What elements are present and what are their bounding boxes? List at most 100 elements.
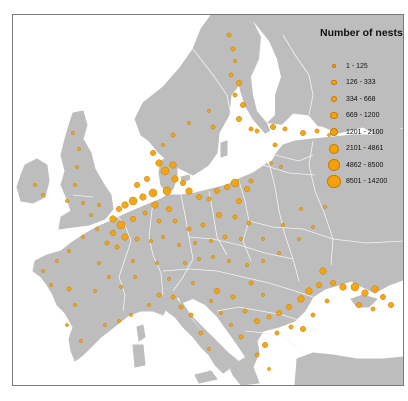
nest-marker [110, 230, 116, 236]
nest-marker [269, 161, 273, 165]
nest-marker [187, 121, 191, 125]
nest-marker [41, 269, 45, 273]
nest-marker [197, 257, 201, 261]
nest-marker [139, 193, 147, 201]
nest-marker [272, 142, 278, 148]
nest-marker [75, 165, 79, 169]
nest-marker [207, 347, 211, 351]
nest-marker [279, 165, 283, 169]
nest-marker [236, 198, 242, 204]
nest-marker [188, 312, 194, 318]
nest-marker [236, 80, 242, 86]
legend-item: 126 - 333 [324, 76, 376, 90]
nest-marker [310, 312, 316, 318]
nest-marker [172, 218, 178, 224]
nest-marker [117, 319, 121, 323]
nest-marker [33, 183, 37, 187]
nest-marker [107, 275, 111, 279]
nest-marker [196, 194, 202, 200]
nest-marker [114, 244, 120, 250]
nest-marker [142, 210, 148, 216]
nest-marker [144, 176, 150, 182]
nest-marker [171, 175, 179, 183]
legend-label: 1201 - 2100 [346, 128, 384, 136]
legend-label: 126 - 333 [346, 79, 376, 86]
nest-marker [151, 201, 159, 209]
nest-marker [248, 178, 254, 184]
legend-symbol [324, 127, 344, 137]
nest-marker [242, 308, 248, 314]
nest-marker [276, 310, 282, 316]
nest-marker [311, 225, 315, 229]
nest-marker [214, 188, 220, 194]
nest-marker [282, 126, 288, 132]
nest-marker [149, 239, 153, 243]
nest-marker [161, 143, 165, 147]
land-sicily [194, 370, 218, 384]
legend-item: 1 - 125 [324, 59, 368, 73]
nest-marker [319, 267, 327, 275]
nest-marker [219, 311, 223, 315]
sea-black-sea [303, 291, 403, 357]
nest-marker [224, 184, 230, 190]
nest-marker [254, 128, 260, 134]
nest-marker [148, 188, 158, 198]
nest-marker [274, 330, 280, 336]
nest-marker [229, 323, 233, 327]
legend-item: 1201 - 2100 [324, 125, 383, 139]
nest-marker [77, 147, 81, 151]
nest-marker [330, 280, 336, 286]
land-sardinia [132, 344, 146, 368]
nest-marker [65, 323, 69, 327]
legend-label: 4862 - 8500 [346, 161, 384, 169]
legend-label: 334 - 668 [346, 95, 376, 103]
legend-dot [328, 159, 340, 171]
nest-marker [103, 323, 107, 327]
nest-marker [193, 241, 197, 245]
nest-marker [297, 295, 305, 303]
nest-marker [198, 330, 204, 336]
nest-marker [178, 304, 184, 310]
land-great-britain [58, 110, 114, 230]
nest-marker [261, 293, 265, 297]
nest-marker [129, 313, 133, 317]
nest-marker [156, 292, 162, 298]
nest-marker [281, 223, 285, 227]
nest-marker [67, 249, 71, 253]
nest-marker [261, 259, 265, 263]
nest-marker [230, 178, 240, 188]
nest-marker [236, 116, 242, 122]
legend-label: 1 - 125 [346, 62, 368, 70]
nest-marker [109, 215, 117, 223]
sea-gulf-of-riga [263, 143, 275, 165]
nest-marker [73, 303, 77, 307]
nest-marker [238, 334, 244, 340]
legend-dot [327, 174, 341, 189]
nest-marker [128, 196, 138, 206]
nest-marker [240, 102, 246, 108]
nest-marker [134, 236, 140, 242]
nest-marker [232, 92, 238, 98]
nest-marker [160, 166, 170, 176]
nest-marker [71, 131, 75, 135]
nest-marker [254, 352, 260, 358]
nest-marker [239, 237, 243, 241]
nest-marker [81, 235, 85, 239]
nest-marker [89, 213, 93, 217]
nest-marker [66, 286, 72, 292]
land-corsica [136, 324, 146, 342]
nest-marker [222, 234, 228, 240]
nest-marker [133, 275, 137, 279]
legend-dot [329, 143, 339, 154]
nest-marker [150, 150, 156, 156]
nest-marker [254, 318, 260, 324]
nest-marker [116, 206, 122, 212]
nest-marker [207, 109, 211, 113]
nest-marker [166, 206, 172, 212]
nest-marker [65, 199, 69, 203]
legend-label: 669 - 1200 [346, 112, 380, 119]
nest-marker [200, 222, 206, 228]
nest-marker [147, 303, 151, 307]
nest-marker [232, 214, 238, 220]
nest-marker [116, 220, 126, 230]
